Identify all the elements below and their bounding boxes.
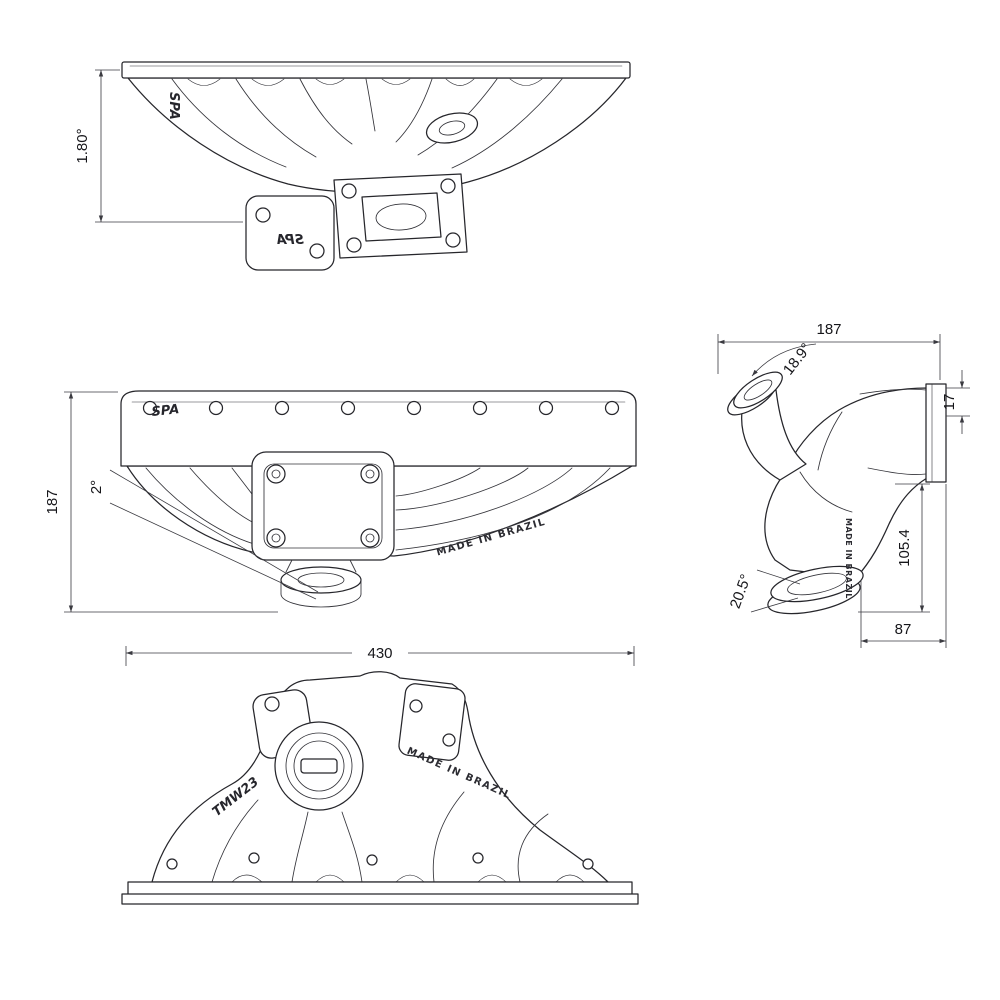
bracket-hole — [309, 243, 325, 259]
socket-bolt-center — [271, 533, 281, 543]
flange-bolt-hole — [274, 400, 290, 416]
vband-slot — [300, 758, 338, 774]
dim-label-outlet-drop: 105.4 — [896, 529, 913, 567]
flange-bolt-hole — [604, 400, 620, 416]
body-outline — [764, 387, 928, 579]
outlet-flange — [280, 566, 362, 594]
head-flange-band — [120, 390, 637, 467]
runner-lines — [171, 78, 563, 169]
flange-bolt-hole — [472, 400, 488, 416]
socket-bolt-center — [365, 469, 375, 479]
angle-arc-leader — [751, 343, 817, 377]
port-hole — [472, 852, 484, 864]
bracket-hole — [255, 207, 271, 223]
runner-lines — [211, 791, 549, 883]
dim-label-flange-angle: 1.80° — [74, 128, 91, 163]
flange-scallop-lines — [187, 78, 543, 86]
socket-bolt-center — [365, 533, 375, 543]
turbo-flange-port — [361, 192, 442, 242]
dim-label-width: 187 — [816, 321, 841, 338]
flange-bolt-hole — [406, 400, 422, 416]
outlet-flange-bottom-arc — [280, 593, 362, 608]
oval-boss-inner — [438, 120, 466, 136]
outlet-bore — [787, 572, 847, 596]
manifold-body-outline — [127, 77, 627, 194]
dim-label-outlet-angle: 20.5° — [727, 572, 755, 611]
port-hole — [366, 854, 378, 866]
manifold-body-outline — [151, 671, 609, 883]
flange-bolt-hole — [346, 237, 362, 253]
flange-bolt-hole — [142, 400, 158, 416]
side-view: MADE IN BRAZIL 187 18.9° 17 105.4 20.5° … — [717, 321, 970, 648]
collector-box — [251, 451, 395, 561]
front-view: SPA MADE IN BRAZIL 187 2° — [44, 390, 637, 613]
body-detail-lines — [799, 388, 927, 513]
cast-logo-text: SPA — [166, 92, 181, 120]
dim-label-wastegate-angle: 18.9° — [780, 340, 815, 378]
flange-bolt-hole — [440, 178, 456, 194]
angle-leader-lines — [109, 469, 319, 600]
outlet-neck-lines — [285, 559, 357, 573]
cast-logo-text: SPA — [151, 402, 180, 420]
bottom-view: 430 TMW23 MADE IN BRAZIL — [121, 645, 639, 905]
base-scallop-lines — [231, 874, 585, 883]
base-plate — [121, 893, 639, 905]
angle-leader-lines — [750, 569, 801, 613]
socket-bolt — [360, 464, 380, 484]
origin-marking-text: MADE IN BRAZIL — [844, 518, 853, 599]
top-view: SPA SPA 1.80° — [74, 61, 631, 271]
dim-label-length: 430 — [367, 645, 392, 662]
wastegate-bore — [743, 379, 773, 401]
flange-bolt-hole — [341, 183, 357, 199]
port-hole — [582, 858, 594, 870]
port-hole — [166, 858, 178, 870]
flange-bolt-hole — [445, 232, 461, 248]
runner-lines — [145, 467, 611, 551]
turbo-flange-plate — [925, 383, 947, 483]
vband-middle-ring — [285, 732, 353, 800]
wastegate-flange-face — [733, 371, 783, 409]
oval-boss-outer — [425, 112, 479, 144]
socket-bolt-center — [271, 469, 281, 479]
socket-bolt — [266, 464, 286, 484]
turbo-flange-port-inner — [375, 203, 427, 231]
port-hole — [248, 852, 260, 864]
flange-bolt-hole — [538, 400, 554, 416]
boss-hole — [264, 696, 280, 712]
dim-label-outlet-angle: 2° — [88, 480, 105, 494]
flange-bolt-hole — [208, 400, 224, 416]
outlet-flange-face — [770, 565, 864, 603]
flange-bolt-hole — [409, 699, 423, 713]
bracket-logo-text: SPA — [276, 233, 304, 248]
dim-label-flange-offset: 17 — [941, 394, 958, 411]
vband-inner-ring — [293, 740, 345, 792]
socket-bolt — [360, 528, 380, 548]
dim-label-height: 187 — [44, 489, 61, 514]
head-flange-bar — [121, 61, 631, 79]
flange-bolt-hole — [340, 400, 356, 416]
socket-bolt — [266, 528, 286, 548]
wastegate-elbow-tube — [741, 389, 807, 481]
collector-box-inner — [263, 463, 383, 549]
dim-label-outlet-offset: 87 — [895, 621, 912, 638]
flange-bolt-hole — [442, 733, 456, 747]
